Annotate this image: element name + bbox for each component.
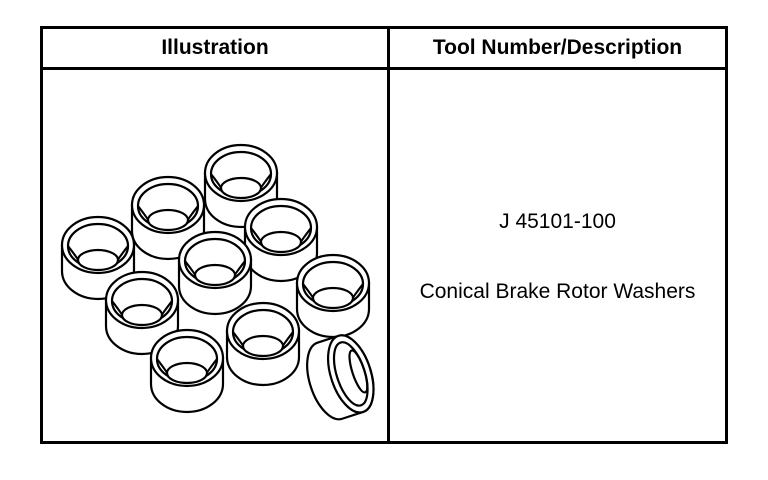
table-header-row: Illustration Tool Number/Description [43,29,725,70]
description-cell: J 45101-100 Conical Brake Rotor Washers [390,70,725,441]
illustration-cell [43,70,387,441]
illustration-header: Illustration [161,36,269,59]
washer-icon [243,197,319,283]
tool-description: Conical Brake Rotor Washers [419,280,696,303]
washers-illustration [60,143,375,421]
tool-number: J 45101-100 [499,210,616,233]
washer-icon [295,253,371,339]
washer-icon [225,301,301,387]
washer-icon [203,143,279,229]
column-divider [387,29,390,441]
tool-table: Illustration Tool Number/Description J 4… [40,26,728,444]
washer-icon [177,230,253,316]
tool-description-header: Tool Number/Description [432,36,683,59]
washer-icon [306,334,375,421]
washer-icon [149,328,225,414]
